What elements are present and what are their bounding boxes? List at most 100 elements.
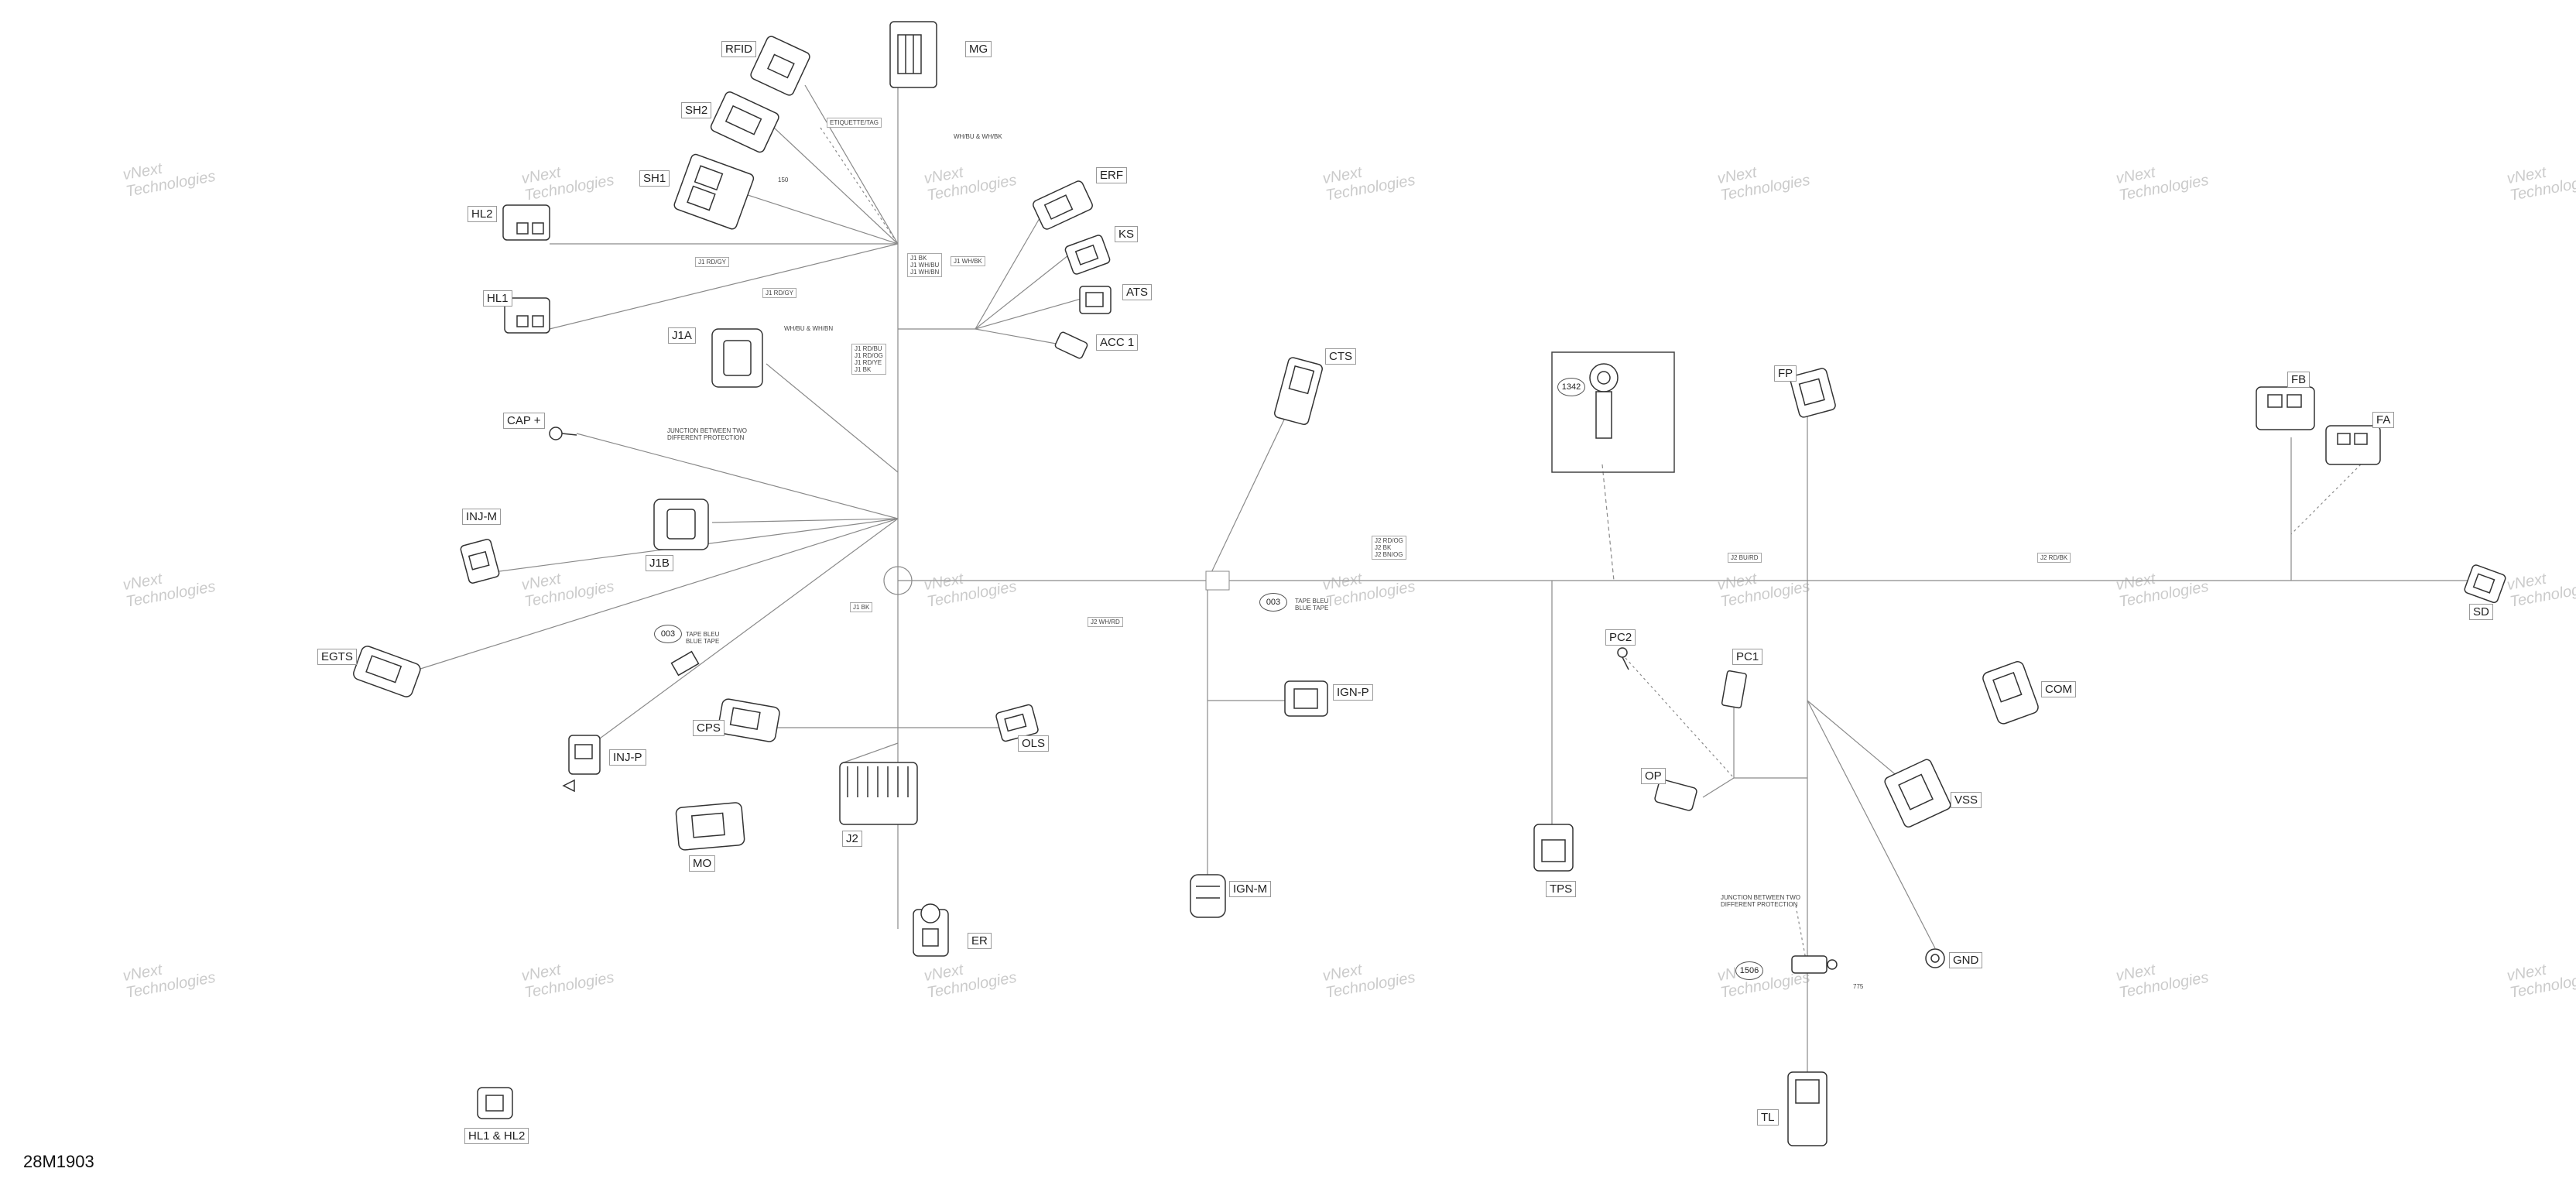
label-sh1: SH1 xyxy=(639,170,670,187)
label-tl: TL xyxy=(1757,1109,1779,1126)
inj-m-connector-icon xyxy=(460,539,500,584)
tag-j1-rd-gy-2: J1 RD/GY xyxy=(762,288,797,298)
label-pc2: PC2 xyxy=(1605,629,1636,646)
tps-connector-icon xyxy=(1533,824,1574,872)
label-hl2: HL2 xyxy=(468,206,497,222)
diagram-code: 28M1903 xyxy=(23,1152,94,1171)
sd-connector-icon xyxy=(2464,564,2506,604)
tag-j1-wh-bk: J1 WH/BK xyxy=(951,256,985,266)
fb-connector-icon xyxy=(2256,386,2315,430)
hl2-connector-icon xyxy=(502,204,550,241)
tag-j1-rd-gy-1: J1 RD/GY xyxy=(695,257,730,267)
label-mg: MG xyxy=(965,41,992,57)
ign-p-connector-icon xyxy=(1284,680,1328,717)
tag-j2-wh-rd: J2 WH/RD xyxy=(1088,617,1123,627)
label-ign-m: IGN-M xyxy=(1229,881,1272,897)
j1b-connector-icon xyxy=(653,499,709,550)
label-j2: J2 xyxy=(842,831,862,847)
label-inj-p: INJ-P xyxy=(609,749,646,766)
label-hl1: HL1 xyxy=(483,290,512,307)
hl1-connector-icon xyxy=(504,297,550,334)
label-ign-p: IGN-P xyxy=(1333,684,1373,701)
fp-connector-icon xyxy=(1790,368,1836,418)
vss-connector-icon xyxy=(1884,759,1951,828)
tag-etiquette: ETIQUETTE/TAG xyxy=(827,118,882,128)
label-sd: SD xyxy=(2469,604,2493,620)
harness-wires xyxy=(417,70,2477,1099)
label-j1b: J1B xyxy=(646,555,673,571)
com-connector-icon xyxy=(1982,661,2039,725)
ref-1506: 1506 xyxy=(1735,961,1763,980)
tag-j2-multi-3: J2 RD/OG J2 BK J2 BN/OG xyxy=(1372,536,1406,560)
acc1-connector-icon xyxy=(1054,331,1088,359)
note-tape-mid: TAPE BLEU BLUE TAPE xyxy=(1295,598,1329,612)
note-tape-left: TAPE BLEU BLUE TAPE xyxy=(686,631,720,645)
gnd-ring-icon xyxy=(1925,948,1945,968)
label-j1a: J1A xyxy=(668,327,696,344)
fuse-1506-icon xyxy=(1791,955,1838,974)
label-ks: KS xyxy=(1115,226,1139,242)
label-ols: OLS xyxy=(1018,735,1050,752)
op-connector-icon xyxy=(1654,779,1697,811)
connector-shapes xyxy=(353,21,2506,1146)
pc2-connector-icon xyxy=(1617,647,1629,670)
label-egts: EGTS xyxy=(317,649,357,665)
label-fb: FB xyxy=(2287,372,2311,388)
tape-marker-icon xyxy=(670,650,700,677)
splice-band xyxy=(1205,571,1230,591)
ring-terminal-1342-icon xyxy=(1589,363,1619,439)
label-ats: ATS xyxy=(1122,284,1153,300)
tag-j1-multi-2: J1 RD/BU J1 RD/OG J1 RD/YE J1 BK xyxy=(851,344,886,375)
label-gnd: GND xyxy=(1949,952,1983,968)
note-junction-2: JUNCTION BETWEEN TWO DIFFERENT PROTECTIO… xyxy=(1721,894,1800,908)
label-tps: TPS xyxy=(1546,881,1577,897)
label-fp: FP xyxy=(1774,365,1797,382)
hl1-hl2-connector-icon xyxy=(477,1087,513,1119)
sh2-connector-icon xyxy=(710,91,779,153)
tag-j1-multi-1: J1 BK J1 WH/BU J1 WH/BN xyxy=(907,253,943,277)
label-mo: MO xyxy=(689,855,716,872)
label-erf: ERF xyxy=(1096,167,1127,183)
ref-1342: 1342 xyxy=(1557,378,1585,396)
rfid-connector-icon xyxy=(750,36,810,96)
label-vss: VSS xyxy=(1951,792,1982,808)
erf-connector-icon xyxy=(1033,180,1093,230)
label-acc1: ACC 1 xyxy=(1096,334,1139,351)
ref-003-mid: 003 xyxy=(1259,593,1287,612)
er-connector-icon xyxy=(913,903,949,957)
label-inj-m: INJ-M xyxy=(462,509,501,525)
label-com: COM xyxy=(2041,681,2076,697)
tl-connector-icon xyxy=(1787,1071,1828,1146)
cps-connector-icon xyxy=(718,698,780,742)
label-op: OP xyxy=(1641,768,1666,784)
label-rfid: RFID xyxy=(721,41,756,57)
ref-003-left: 003 xyxy=(654,625,682,643)
fa-connector-icon xyxy=(2325,425,2381,465)
label-pc1: PC1 xyxy=(1732,649,1763,665)
label-hl1-hl2: HL1 & HL2 xyxy=(464,1128,529,1144)
sh1-connector-icon xyxy=(673,153,755,230)
ign-m-connector-icon xyxy=(1190,874,1226,918)
label-sh2: SH2 xyxy=(681,102,712,118)
note-wh-bu-wh-bk: WH/BU & WH/BK xyxy=(954,133,1002,140)
tag-j2-bu-rd: J2 BU/RD xyxy=(1728,553,1762,563)
egts-connector-icon xyxy=(353,646,421,697)
mo-connector-icon xyxy=(675,802,745,851)
pc1-connector-icon xyxy=(1721,670,1747,709)
j1a-connector-icon xyxy=(711,328,763,388)
ats-connector-icon xyxy=(1079,286,1112,314)
j2-connector-icon xyxy=(839,762,918,825)
note-150: 150 xyxy=(778,176,789,183)
cts-connector-icon xyxy=(1273,357,1323,425)
label-er: ER xyxy=(968,933,992,949)
tag-j2-rd-bk: J2 RD/BK xyxy=(2037,553,2071,563)
note-wh-bu-wh-bn: WH/BU & WH/BN xyxy=(784,325,834,332)
note-junction-1: JUNCTION BETWEEN TWO DIFFERENT PROTECTIO… xyxy=(667,427,747,441)
label-cap-plus: CAP + xyxy=(503,413,545,429)
ks-connector-icon xyxy=(1064,235,1111,275)
label-cts: CTS xyxy=(1325,348,1356,365)
cap-plus-ring-icon xyxy=(549,427,577,440)
inj-p-connector-icon xyxy=(562,735,601,793)
junction-circle xyxy=(883,566,913,595)
mg-connector-icon xyxy=(889,21,937,88)
